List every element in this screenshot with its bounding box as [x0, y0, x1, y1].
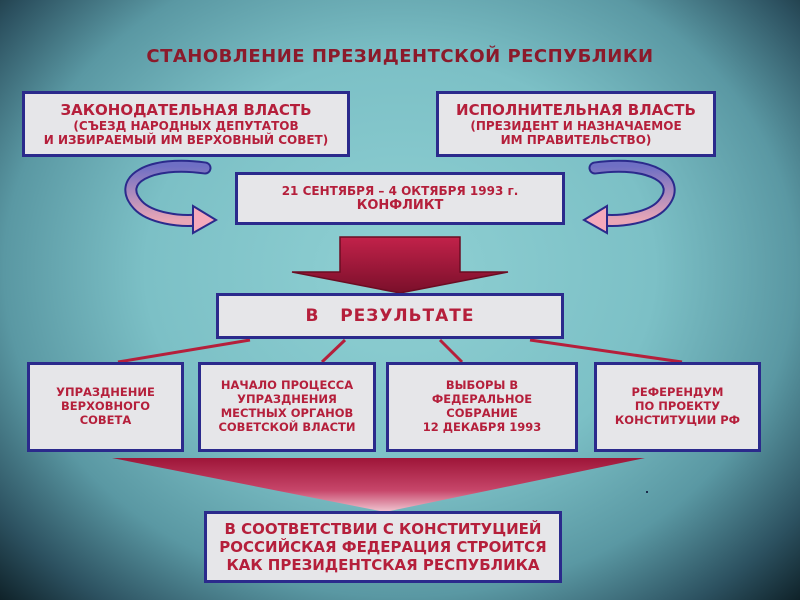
legislative-label: ЗАКОНОДАТЕЛЬНАЯ ВЛАСТЬ: [60, 100, 312, 119]
curved-arrow-left-icon: [124, 159, 218, 235]
stray-dot: [646, 491, 648, 493]
legislative-detail-2: И ИЗБИРАЕМЫЙ ИМ ВЕРХОВНЫЙ СОВЕТ): [43, 133, 329, 147]
outcome-4-line-1: РЕФЕРЕНДУМ: [631, 385, 724, 400]
outcome-box-referendum: РЕФЕРЕНДУМ ПО ПРОЕКТУ КОНСТИТУЦИИ РФ: [594, 362, 761, 452]
outcome-box-supreme-soviet: УПРАЗДНЕНИЕ ВЕРХОВНОГО СОВЕТА: [27, 362, 184, 452]
outcome-1-line-2: ВЕРХОВНОГО: [61, 399, 150, 414]
down-arrow-icon: [291, 236, 509, 294]
outcome-1-line-3: СОВЕТА: [79, 412, 132, 427]
curved-arrow-right-icon: [582, 159, 676, 235]
conclusion-box: В СООТВЕТСТВИИ С КОНСТИТУЦИЕЙ РОССИЙСКАЯ…: [204, 511, 562, 583]
page-title: СТАНОВЛЕНИЕ ПРЕЗИДЕНТСКОЙ РЕСПУБЛИКИ: [146, 46, 654, 67]
outcome-2-line-3: МЕСТНЫХ ОРГАНОВ: [220, 406, 354, 420]
conflict-label: КОНФЛИКТ: [356, 197, 444, 213]
conclusion-line-1: В СООТВЕТСТВИИ С КОНСТИТУЦИЕЙ: [224, 520, 542, 538]
outcome-3-line-2: ФЕДЕРАЛЬНОЕ: [431, 392, 533, 407]
legislative-detail-1: (СЪЕЗД НАРОДНЫХ ДЕПУТАТОВ: [73, 118, 299, 133]
branch-lines: [117, 338, 683, 364]
outcome-3-line-3: СОБРАНИЕ: [446, 406, 518, 420]
executive-detail-1: (ПРЕЗИДЕНТ И НАЗНАЧАЕМОЕ: [470, 118, 682, 133]
outcome-4-line-3: КОНСТИТУЦИИ РФ: [614, 412, 741, 427]
outcome-3-line-4: 12 ДЕКАБРЯ 1993: [422, 419, 542, 434]
result-label: В РЕЗУЛЬТАТЕ: [305, 305, 475, 326]
big-down-arrow-icon: [112, 458, 645, 512]
outcome-2-line-4: СОВЕТСКОЙ ВЛАСТИ: [218, 419, 356, 434]
legislative-power-box: ЗАКОНОДАТЕЛЬНАЯ ВЛАСТЬ (СЪЕЗД НАРОДНЫХ Д…: [22, 91, 350, 157]
outcome-4-line-2: ПО ПРОЕКТУ: [634, 399, 721, 414]
executive-power-box: ИСПОЛНИТЕЛЬНАЯ ВЛАСТЬ (ПРЕЗИДЕНТ И НАЗНА…: [436, 91, 716, 157]
outcome-1-line-1: УПРАЗДНЕНИЕ: [56, 385, 155, 400]
result-box: В РЕЗУЛЬТАТЕ: [216, 293, 564, 339]
outcome-2-line-2: УПРАЗДНЕНИЯ: [237, 392, 337, 407]
conflict-box: 21 СЕНТЯБРЯ – 4 ОКТЯБРЯ 1993 г. КОНФЛИКТ: [235, 172, 565, 225]
conflict-dates: 21 СЕНТЯБРЯ – 4 ОКТЯБРЯ 1993 г.: [281, 183, 519, 198]
outcome-3-line-1: ВЫБОРЫ В: [445, 378, 519, 393]
executive-detail-2: ИМ ПРАВИТЕЛЬСТВО): [500, 133, 652, 147]
conclusion-line-3: КАК ПРЕЗИДЕНТСКАЯ РЕСПУБЛИКА: [226, 556, 540, 574]
outcome-2-line-1: НАЧАЛО ПРОЦЕССА: [220, 378, 354, 393]
conclusion-line-2: РОССИЙСКАЯ ФЕДЕРАЦИЯ СТРОИТСЯ: [219, 538, 547, 556]
outcome-box-local-soviets: НАЧАЛО ПРОЦЕССА УПРАЗДНЕНИЯ МЕСТНЫХ ОРГА…: [198, 362, 376, 452]
outcome-box-elections: ВЫБОРЫ В ФЕДЕРАЛЬНОЕ СОБРАНИЕ 12 ДЕКАБРЯ…: [386, 362, 578, 452]
executive-label: ИСПОЛНИТЕЛЬНАЯ ВЛАСТЬ: [456, 100, 696, 119]
